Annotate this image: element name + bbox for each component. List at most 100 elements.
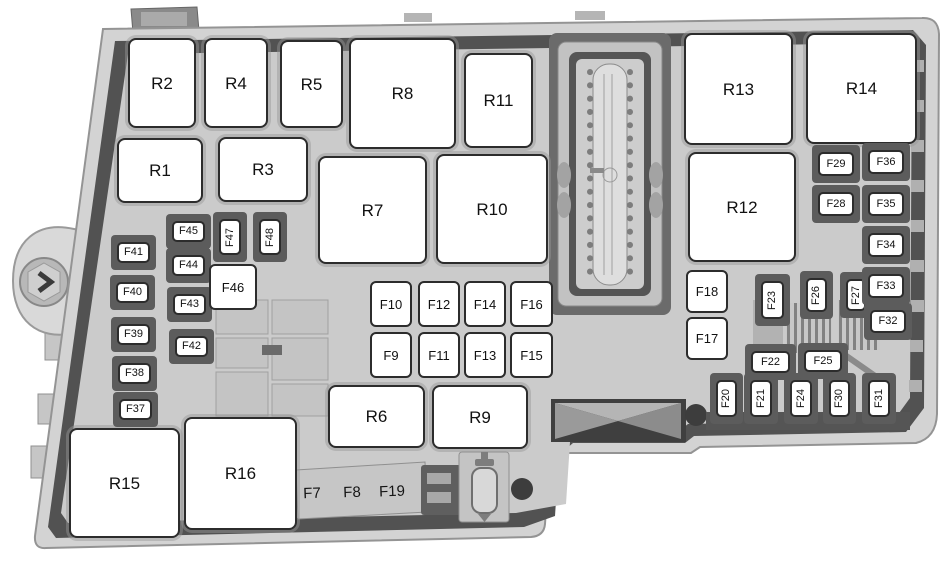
component-label: R3 [252, 160, 274, 179]
component-label: R4 [225, 73, 247, 93]
component-label: R2 [151, 73, 173, 93]
fuse-F48: F48 [259, 219, 281, 255]
component-label: F27 [849, 285, 862, 305]
fuse-F23: F23 [761, 281, 784, 319]
component-label: F44 [179, 259, 198, 271]
fuse-F15: F15 [510, 332, 553, 378]
fuse-F11: F11 [418, 332, 460, 378]
cylinder-component [458, 451, 510, 523]
component-label: F47 [223, 227, 236, 247]
fuse-F16: F16 [510, 281, 553, 327]
fuse-F40: F40 [116, 282, 149, 303]
relay-R11: R11 [464, 53, 533, 148]
fuse-F33: F33 [868, 274, 904, 298]
fuse-F8: F8 [339, 482, 366, 503]
fuse-F9: F9 [370, 332, 412, 378]
component-label: F48 [263, 227, 276, 247]
fuse-F42: F42 [175, 336, 208, 357]
fuse-F45: F45 [172, 221, 205, 242]
mount-hole [511, 478, 533, 500]
fuse-F13: F13 [464, 332, 506, 378]
fuse-F39: F39 [117, 324, 150, 345]
component-label: F7 [302, 484, 322, 502]
relay-R6: R6 [328, 385, 425, 448]
fuse-F10: F10 [370, 281, 412, 327]
component-label: F36 [876, 155, 896, 168]
component-label: F45 [179, 225, 198, 237]
relay-R15: R15 [69, 428, 180, 538]
component-label: F23 [766, 290, 778, 310]
relay-R3: R3 [218, 137, 308, 202]
fuse-F21: F21 [750, 380, 772, 417]
fuse-F44: F44 [172, 255, 205, 276]
component-label: F39 [124, 328, 143, 340]
component-label: R15 [108, 473, 141, 493]
component-label: F11 [428, 347, 450, 363]
fuse-F26: F26 [806, 278, 827, 312]
fuse-F32: F32 [870, 310, 906, 333]
fuse-F37: F37 [119, 399, 152, 420]
component-label: F32 [878, 315, 898, 327]
component-label: F42 [182, 340, 201, 352]
fuse-F28: F28 [818, 192, 854, 216]
component-label: R6 [365, 407, 388, 426]
fuse-F18: F18 [686, 270, 728, 313]
component-label: F31 [872, 389, 885, 408]
fuse-F25: F25 [804, 350, 842, 372]
component-label: F30 [833, 389, 845, 408]
component-label: F40 [123, 286, 142, 298]
component-label: F43 [180, 298, 199, 310]
fuse-F17: F17 [686, 317, 728, 360]
component-label: F34 [876, 238, 896, 251]
relay-R7: R7 [318, 156, 427, 264]
top-bump [404, 13, 432, 22]
component-label: R5 [300, 74, 323, 94]
fuse-F38: F38 [118, 363, 151, 384]
relay-R4: R4 [204, 38, 268, 128]
fuse-F7: F7 [299, 483, 326, 504]
component-label: F37 [126, 403, 145, 415]
component-label: R10 [476, 199, 508, 219]
molded-bays [215, 299, 329, 417]
component-label: F13 [473, 347, 497, 363]
relay-R8: R8 [349, 38, 456, 149]
relay-R10: R10 [436, 154, 548, 264]
component-label: F15 [520, 347, 543, 363]
fuse-F14: F14 [464, 281, 506, 327]
component-label: F17 [695, 331, 719, 346]
component-label: R9 [469, 407, 491, 427]
component-label: F16 [520, 296, 543, 312]
fuse-F12: F12 [418, 281, 460, 327]
component-label: F24 [794, 389, 807, 408]
fuse-F29: F29 [818, 152, 854, 176]
chevron-right-icon [37, 271, 56, 293]
fuse-F35: F35 [868, 192, 904, 216]
relay-R14: R14 [806, 33, 917, 144]
fuse-F47: F47 [219, 219, 241, 255]
relay-R2: R2 [128, 38, 196, 128]
fuse-F36: F36 [868, 150, 904, 174]
mount-hole [685, 404, 707, 426]
component-label: R14 [845, 79, 878, 98]
component-label: F20 [720, 389, 732, 408]
component-label: F33 [876, 279, 896, 292]
fuse-F34: F34 [868, 233, 904, 257]
component-label: R1 [149, 161, 171, 180]
fuse-F41: F41 [117, 242, 150, 263]
fuse-F20: F20 [716, 380, 737, 417]
component-label: F10 [379, 296, 403, 312]
component-label: R7 [361, 200, 384, 220]
component-label: F19 [378, 482, 406, 500]
fuse-F24: F24 [790, 380, 812, 417]
component-label: F28 [826, 197, 846, 210]
fuse-F30: F30 [829, 380, 850, 417]
relay-R12: R12 [688, 152, 796, 262]
fuse-F46: F46 [209, 264, 257, 310]
component-label: F25 [813, 354, 833, 367]
component-label: R12 [726, 197, 758, 217]
component-label: F38 [125, 367, 144, 379]
component-label: F18 [695, 284, 719, 299]
component-label: F21 [754, 389, 767, 408]
